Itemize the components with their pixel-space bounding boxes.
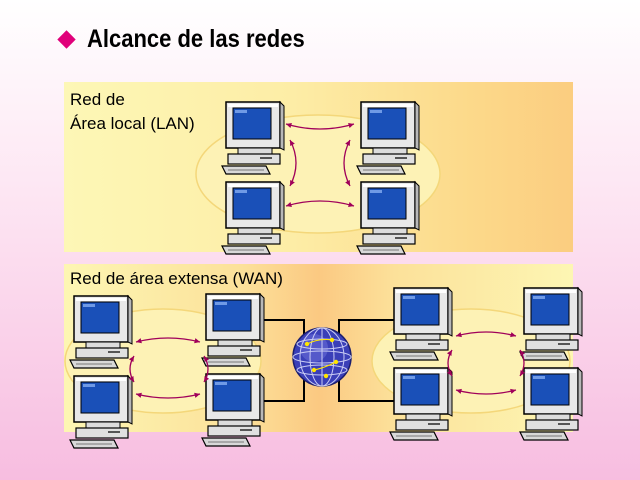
curved-arrow-icon — [203, 355, 210, 383]
curved-arrow-icon — [446, 349, 453, 377]
lan-panel: Red de Área local (LAN) — [64, 82, 573, 255]
globe-icon — [292, 327, 352, 387]
computer-icon — [389, 366, 453, 441]
curved-arrow-icon — [285, 123, 355, 130]
diamond-icon — [57, 29, 76, 49]
wan-panel: Red de área extensa (WAN) — [64, 264, 583, 449]
curved-arrow-icon — [135, 337, 201, 344]
curved-arrow-icon — [135, 392, 201, 399]
computer-icon — [201, 292, 265, 367]
computer-icon — [69, 374, 133, 449]
lan-diagram — [195, 100, 441, 255]
computer-icon — [389, 286, 453, 361]
computer-icon — [519, 286, 583, 361]
computer-icon — [356, 100, 420, 175]
computer-icon — [221, 180, 285, 255]
curved-arrow-icon — [343, 139, 351, 187]
slide-header: Alcance de las redes — [56, 22, 334, 56]
computer-icon — [221, 100, 285, 175]
curved-arrow-icon — [285, 200, 355, 207]
curved-arrow-icon — [289, 139, 297, 187]
slide-title: Alcance de las redes — [87, 24, 305, 53]
curved-arrow-icon — [455, 331, 517, 338]
computer-icon — [356, 180, 420, 255]
curved-arrow-icon — [519, 349, 526, 377]
curved-arrow-icon — [128, 355, 135, 383]
computer-icon — [519, 366, 583, 441]
computer-icon — [69, 294, 133, 369]
curved-arrow-icon — [455, 388, 517, 395]
lan-label: Red de Área local (LAN) — [70, 90, 195, 133]
wan-diagram — [64, 286, 583, 449]
wan-label: Red de área extensa (WAN) — [70, 269, 283, 288]
computer-icon — [201, 372, 265, 447]
